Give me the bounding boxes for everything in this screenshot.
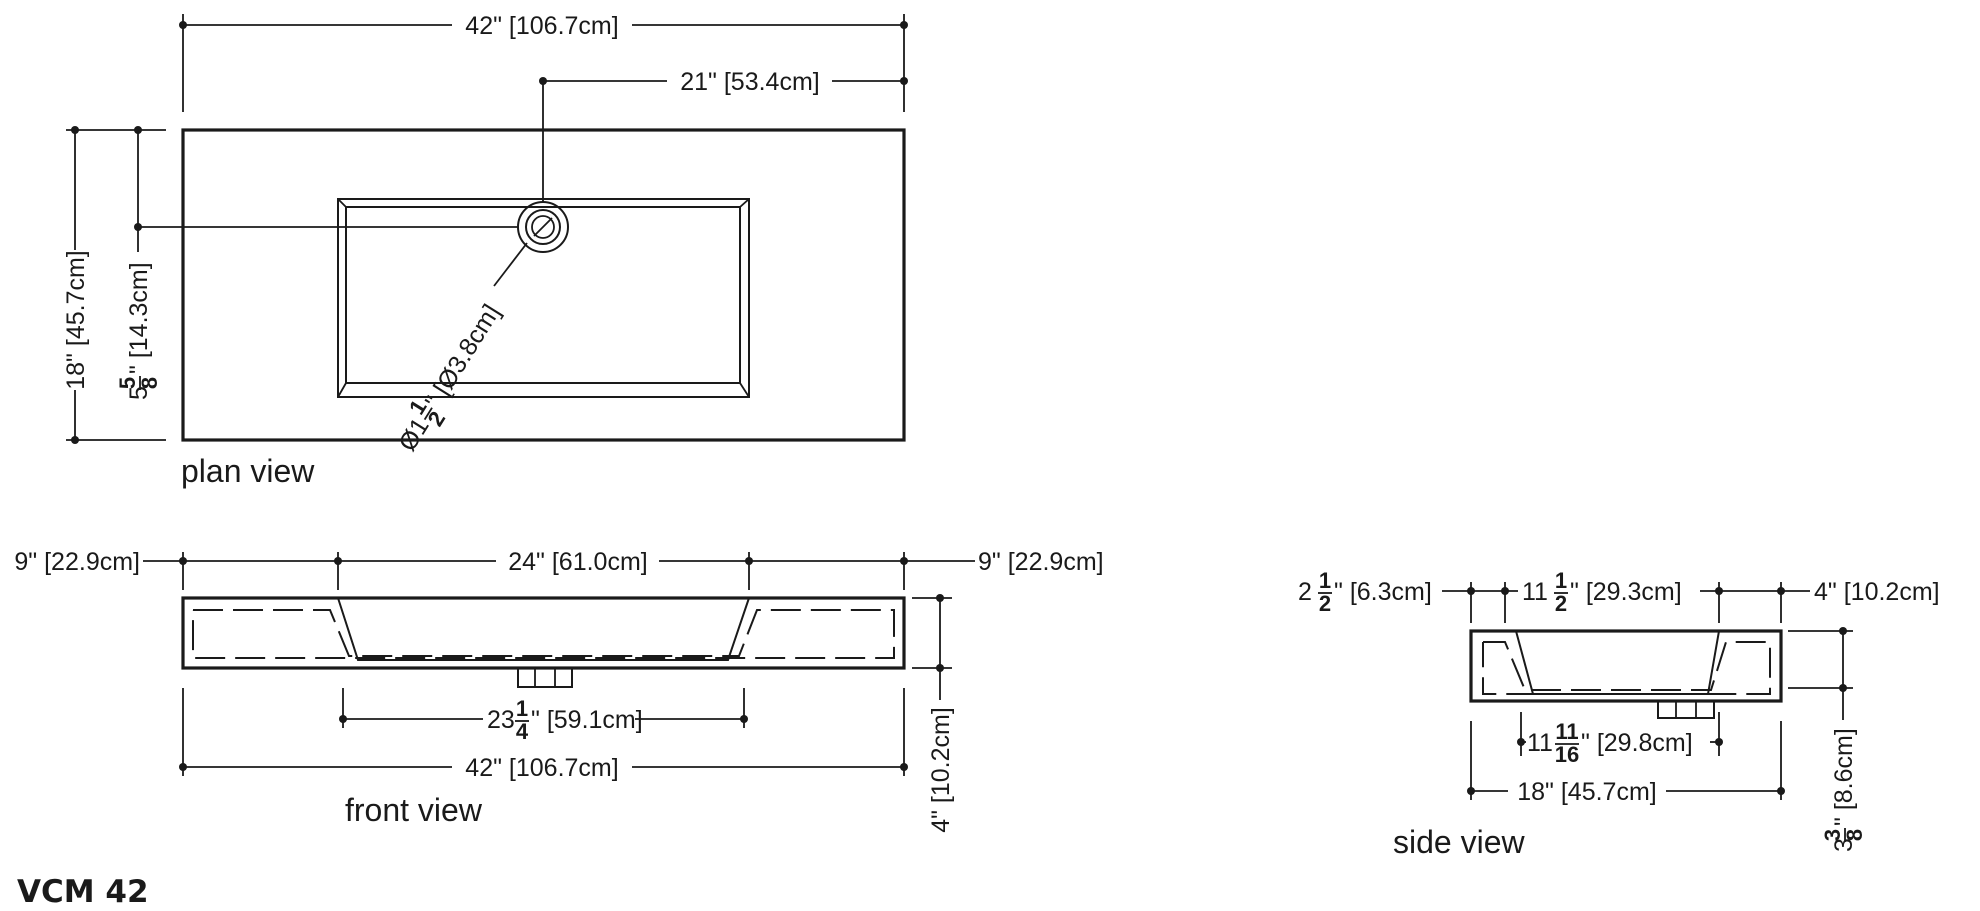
svg-text:2: 2 [1555, 591, 1567, 616]
svg-text:" [14.3cm]: " [14.3cm] [125, 262, 153, 374]
side-outline [1469, 629, 1783, 703]
svg-text:1: 1 [1319, 568, 1331, 593]
svg-text:1: 1 [516, 696, 528, 721]
svg-text:23: 23 [487, 706, 515, 734]
side-inner-depth-label: 11 11 16 " [29.8cm] [1527, 719, 1693, 767]
front-drain [517, 667, 573, 688]
plan-width-label: 42" [106.7cm] [465, 12, 618, 40]
front-height-label: 4" [10.2cm] [927, 707, 955, 833]
side-overall-depth-label: 18" [45.7cm] [1517, 778, 1657, 806]
front-overall-width-label: 42" [106.7cm] [465, 754, 618, 782]
svg-text:11: 11 [1522, 578, 1548, 606]
svg-text:2: 2 [1298, 578, 1312, 606]
svg-text:" [59.1cm]: " [59.1cm] [531, 706, 643, 734]
plan-view-caption: plan view [181, 453, 315, 489]
front-basin-profile [337, 597, 750, 661]
svg-text:3: 3 [1830, 838, 1858, 852]
front-view-caption: front view [345, 792, 483, 828]
svg-text:" [8.6cm]: " [8.6cm] [1830, 728, 1858, 826]
svg-text:5: 5 [125, 386, 153, 400]
plan-basin-inner [345, 206, 741, 384]
svg-text:1: 1 [1555, 568, 1567, 593]
plan-drain-diameter-label: Ø1 1 2 " [Ø3.8cm] [393, 300, 505, 457]
svg-text:5: 5 [115, 377, 140, 389]
plan-drain-depth-label: 5 5 8 " [14.3cm] [115, 262, 162, 400]
front-inner-width-label: 23 1 4 " [59.1cm] [487, 696, 643, 744]
front-basin-width-label: 24" [61.0cm] [508, 548, 648, 576]
svg-text:11: 11 [1527, 729, 1553, 757]
svg-text:11: 11 [1555, 719, 1578, 744]
side-front-ledge-label: 4" [10.2cm] [1814, 578, 1940, 606]
svg-text:16: 16 [1555, 742, 1579, 767]
side-drain [1657, 700, 1715, 719]
plan-basin-outer [337, 198, 750, 398]
front-hidden-lines [192, 609, 895, 659]
svg-text:8: 8 [137, 377, 162, 389]
svg-text:" [29.3cm]: " [29.3cm] [1570, 578, 1682, 606]
plan-view: 42" [106.7cm] 21" [53.4cm] 18" [45.7cm] … [62, 12, 908, 489]
svg-text:4: 4 [516, 719, 529, 744]
svg-text:2: 2 [1319, 591, 1331, 616]
model-label: VCM 42 [17, 874, 149, 910]
plan-depth-label: 18" [45.7cm] [62, 250, 90, 390]
front-left-ledge-label: 9" [22.9cm] [14, 548, 140, 576]
side-back-ledge-label: 2 1 2 " [6.3cm] [1298, 568, 1432, 616]
side-view-caption: side view [1393, 824, 1526, 860]
svg-text:8: 8 [1842, 829, 1867, 841]
plan-drain-offset-label: 21" [53.4cm] [680, 68, 820, 96]
front-right-ledge-label: 9" [22.9cm] [978, 548, 1104, 576]
side-view: 2 1 2 " [6.3cm] 11 1 2 " [29.3cm] 4" [10… [1298, 568, 1940, 860]
svg-text:" [29.8cm]: " [29.8cm] [1581, 729, 1693, 757]
svg-text:3: 3 [1820, 829, 1845, 841]
svg-text:" [6.3cm]: " [6.3cm] [1334, 578, 1432, 606]
side-basin-profile [1515, 630, 1720, 695]
side-basin-width-label: 11 1 2 " [29.3cm] [1520, 568, 1698, 616]
front-view: 9" [22.9cm] 24" [61.0cm] 9" [22.9cm] 23 … [14, 548, 1103, 833]
side-height-label: 3 3 8 " [8.6cm] [1820, 728, 1867, 852]
